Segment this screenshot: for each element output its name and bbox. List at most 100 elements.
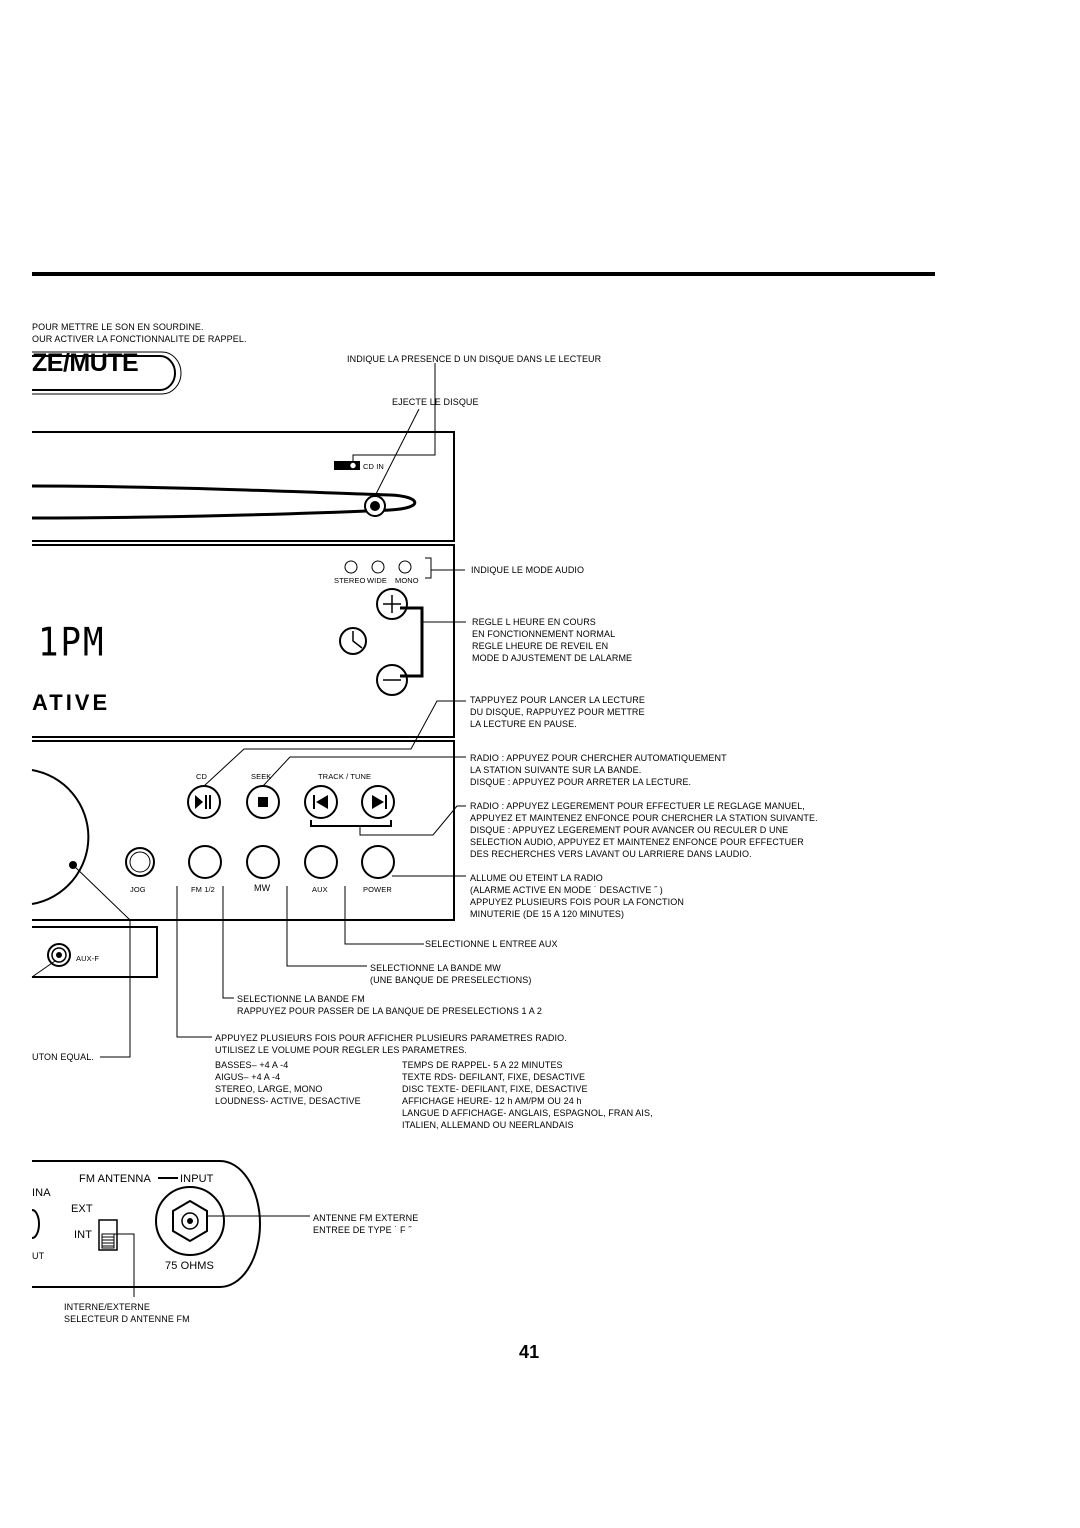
ut-label: UT [32,1251,45,1261]
param-left-1: BASSES– +4 A -4 [215,1060,289,1070]
param-right-2: TEXTE RDS- DEFILANT, FIXE, DESACTIVE [402,1072,586,1082]
aux-f-jack[interactable] [47,943,71,967]
seek-group-label: SEEK [251,772,272,781]
aux-button[interactable] [304,845,338,879]
button-panel [32,740,455,921]
equal-note: UTON EQUAL. [32,1052,94,1062]
page-number: 41 [519,1342,540,1362]
clock-note-4: MODE D AJUSTEMENT DE LALARME [472,653,633,663]
ina-label: INA [32,1187,51,1199]
clock-note-2: EN FONCTIONNEMENT NORMAL [472,629,616,639]
aux-f-panel [32,926,158,978]
jog-note-1: APPUYEZ PLUSIEURS FOIS POUR AFFICHER PLU… [215,1033,567,1043]
mode-note: INDIQUE LE MODE AUDIO [471,565,585,575]
aux-f-label: AUX-F [76,954,99,963]
volume-knob[interactable] [31,769,90,905]
cd-group-label: CD [196,772,208,781]
ext-label: EXT [71,1203,93,1215]
stereo-label: STEREO [334,576,366,585]
ext-int-switch[interactable] [98,1219,118,1251]
wide-led [371,560,385,574]
lcd-time: 1PM [38,619,106,666]
mw-label: MW [254,883,271,893]
seek-note-2: LA STATION SUIVANTE SUR LA BANDE. [470,765,642,775]
int-ext-note-1: INTERNE/EXTERNE [64,1302,151,1312]
param-right-6: ITALIEN, ALLEMAND OU NEERLANDAIS [402,1120,574,1130]
play-pause-button[interactable] [187,785,221,819]
input-label: INPUT [180,1173,214,1185]
left-jack-partial [31,1209,40,1239]
power-note-3: APPUYEZ PLUSIEURS FOIS POUR LA FONCTION [470,897,684,907]
track-note-5: DES RECHERCHES VERS LAVANT OU LARRIERE D… [470,849,752,859]
fm-label: FM 1/2 [191,885,215,894]
track-next-button[interactable] [361,785,395,819]
snooze-mute-label: ZE/MUTE [32,349,139,377]
seek-stop-button[interactable] [246,785,280,819]
track-prev-button[interactable] [304,785,338,819]
fm-antenna-label: FM ANTENNA [79,1173,151,1185]
clock-icon [339,627,367,655]
ext-antenna-note-2: ENTREE DE TYPE ˙ F ˝ [313,1225,412,1235]
brand-logo: ATIVE [32,690,111,715]
display-panel [32,544,455,738]
antenna-panel [32,1160,261,1288]
param-left-2: AIGUS– +4 A -4 [215,1072,281,1082]
cd-presence-note: INDIQUE LA PRESENCE D UN DISQUE DANS LE … [347,354,602,364]
jog-button[interactable] [125,847,155,877]
cd-panel [32,431,455,542]
snooze-mute-button[interactable] [32,355,176,391]
mono-label: MONO [395,576,419,585]
track-tune-group-label: TRACK / TUNE [318,772,372,781]
header-rule [32,272,935,276]
seek-note-1: RADIO : APPUYEZ POUR CHERCHER AUTOMATIQU… [470,753,727,763]
top-note-2: OUR ACTIVER LA FONCTIONNALITE DE RAPPEL. [32,334,247,344]
power-note-2: (ALARME ACTIVE EN MODE ˙ DESACTIVE ˝ ) [470,885,663,895]
jog-note-2: UTILISEZ LE VOLUME POUR REGLER LES PARAM… [215,1045,467,1055]
track-note-1: RADIO : APPUYEZ LEGEREMENT POUR EFFECTUE… [470,801,805,811]
power-label: POWER [363,885,392,894]
power-note-1: ALLUME OU ETEINT LA RADIO [470,873,603,883]
param-right-4: AFFICHAGE HEURE- 12 h AM/PM OU 24 h [402,1096,582,1106]
mw-note-1: SELECTIONNE LA BANDE MW [370,963,501,973]
wide-label: WIDE [367,576,387,585]
mw-note-2: (UNE BANQUE DE PRESELECTIONS) [370,975,532,985]
play-note-1: TAPPUYEZ POUR LANCER LA LECTURE [470,695,645,705]
jog-label: JOG [130,885,146,894]
eject-note: EJECTE LE DISQUE [392,397,479,407]
fm-note-1: SELECTIONNE LA BANDE FM [237,994,365,1004]
play-note-2: DU DISQUE, RAPPUYEZ POUR METTRE [470,707,645,717]
mw-button[interactable] [246,845,280,879]
top-note-1: POUR METTRE LE SON EN SOURDINE. [32,322,204,332]
power-note-4: MINUTERIE (DE 15 A 120 MINUTES) [470,909,625,919]
param-left-3: STEREO, LARGE, MONO [215,1084,323,1094]
int-label: INT [74,1229,93,1241]
stereo-led [344,560,358,574]
fm-button[interactable] [188,845,222,879]
track-note-4: SELECTION AUDIO, APPUYEZ ET MAINTENEZ EN… [470,837,804,847]
play-note-3: LA LECTURE EN PAUSE. [470,719,577,729]
fm-note-2: RAPPUYEZ POUR PASSER DE LA BANQUE DE PRE… [237,1006,543,1016]
param-right-3: DISC TEXTE- DEFILANT, FIXE, DESACTIVE [402,1084,588,1094]
aux-label: AUX [312,885,328,894]
track-note-3: DISQUE : APPUYEZ LEGEREMENT POUR AVANCER… [470,825,789,835]
minus-button[interactable] [376,664,408,696]
ohms-label: 75 OHMS [165,1260,214,1272]
cd-in-led [334,461,360,470]
param-right-1: TEMPS DE RAPPEL- 5 A 22 MINUTES [402,1060,563,1070]
cd-slot [31,484,417,520]
aux-note: SELECTIONNE L ENTREE AUX [425,939,558,949]
track-note-2: APPUYEZ ET MAINTENEZ ENFONCE POUR CHERCH… [470,813,818,823]
param-right-5: LANGUE D AFFICHAGE- ANGLAIS, ESPAGNOL, F… [402,1108,653,1118]
clock-note-1: REGLE L HEURE EN COURS [472,617,596,627]
seek-note-3: DISQUE : APPUYEZ POUR ARRETER LA LECTURE… [470,777,692,787]
ext-antenna-note-1: ANTENNE FM EXTERNE [313,1213,419,1223]
power-button[interactable] [361,845,395,879]
clock-note-3: REGLE LHEURE DE REVEIL EN [472,641,609,651]
fm-antenna-input-jack[interactable] [155,1186,225,1256]
cd-in-label: CD IN [363,462,384,471]
plus-button[interactable] [376,588,408,620]
int-ext-note-2: SELECTEUR D ANTENNE FM [64,1314,190,1324]
param-left-4: LOUDNESS- ACTIVE, DESACTIVE [215,1096,361,1106]
mono-led [398,560,412,574]
